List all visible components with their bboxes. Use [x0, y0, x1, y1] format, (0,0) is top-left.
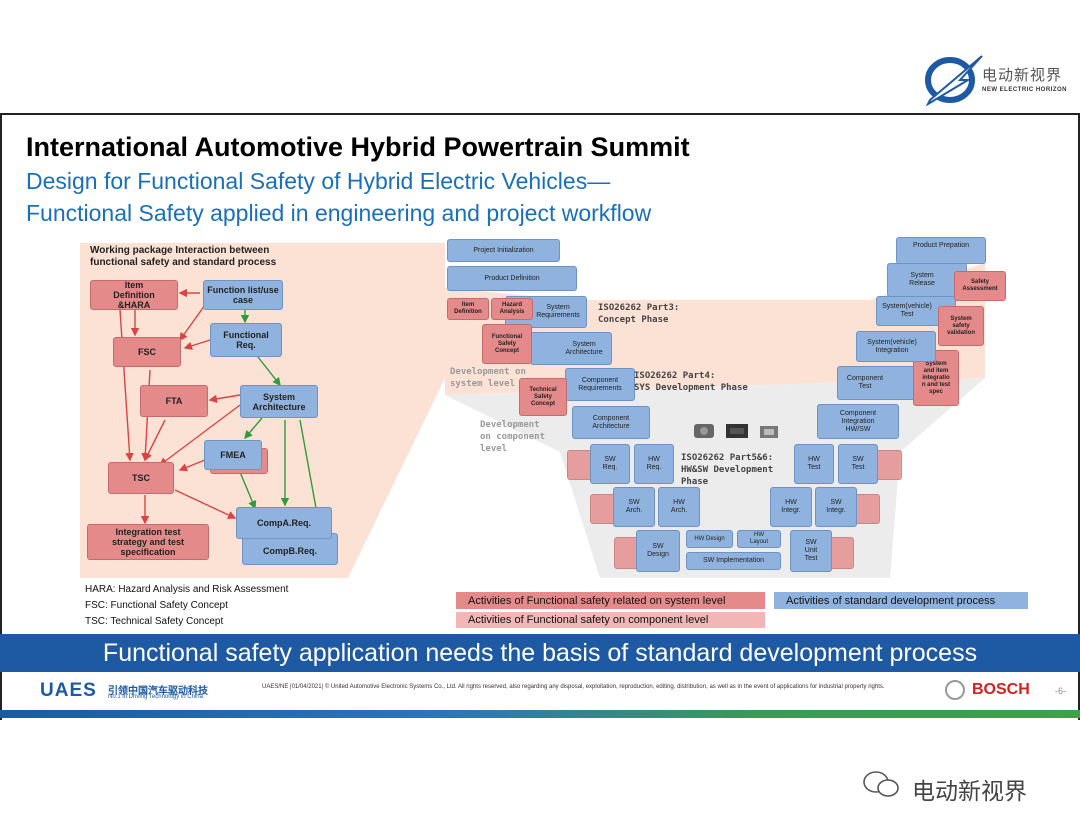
uaes-logo: UAES	[40, 680, 97, 701]
hw-design-box: HW Design	[686, 530, 733, 548]
uaes-slogan-en: No.1 in Driving Technology in China	[108, 694, 203, 700]
bosch-armature-icon	[945, 680, 965, 700]
product-definition-box: Product Definition	[447, 266, 577, 291]
watermark-chinese: 电动新视界	[982, 67, 1063, 84]
conclusion-banner: Functional safety application needs the …	[0, 634, 1080, 672]
watermark-english: NEW ELECTRIC HORIZON	[982, 87, 1067, 93]
left-panel-heading: Working package Interaction between func…	[90, 245, 277, 268]
fmea-box: FMEA	[204, 440, 262, 470]
new-electric-horizon-logo-icon	[925, 55, 983, 106]
legend-fs-system: Activities of Functional safety related …	[456, 592, 765, 609]
fta-box: FTA	[140, 385, 208, 417]
fsc-box: FSC	[113, 337, 181, 367]
page-number: -6-	[1055, 686, 1066, 696]
abbr-fsc: FSC: Functional Safety Concept	[85, 600, 228, 611]
hardware-components-image-icon	[694, 424, 778, 438]
abbr-tsc: TSC: Technical Safety Concept	[85, 616, 224, 627]
product-preparation-box: Product Prepation	[896, 237, 986, 264]
legend-fs-component: Activities of Functional safety on compo…	[456, 612, 765, 628]
compa-req-box: CompA.Req.	[236, 507, 332, 539]
copyright-text: UAES/NE |01/04/2021| © United Automotive…	[262, 684, 885, 690]
footer-color-bar	[0, 710, 1080, 718]
phase-4-label: ISO26262 Part4:SYS Development Phase	[634, 371, 748, 393]
slide-title: International Automotive Hybrid Powertra…	[26, 132, 690, 162]
tsc-box: TSC	[108, 462, 174, 494]
phase-3-label: ISO26262 Part3:Concept Phase	[598, 303, 680, 325]
uaes-slogan-cn: 引领中国汽车驱动科技	[108, 686, 208, 697]
wechat-icon	[863, 771, 899, 797]
abbr-hara: HARA: Hazard Analysis and Risk Assessmen…	[85, 584, 289, 595]
bosch-logo: BOSCH	[972, 681, 1030, 698]
slide-subtitle-2: Functional Safety applied in engineering…	[26, 200, 652, 226]
sw-implementation-box: SW Implementation	[686, 552, 781, 570]
slide-subtitle-1: Design for Functional Safety of Hybrid E…	[26, 168, 611, 194]
system-integration-box: System(vehicle)Integration	[856, 331, 936, 362]
project-initialization-box: Project Initialization	[447, 239, 560, 262]
legend-standard: Activities of standard development proce…	[774, 592, 1028, 609]
wechat-watermark: 电动新视界	[912, 778, 1027, 804]
